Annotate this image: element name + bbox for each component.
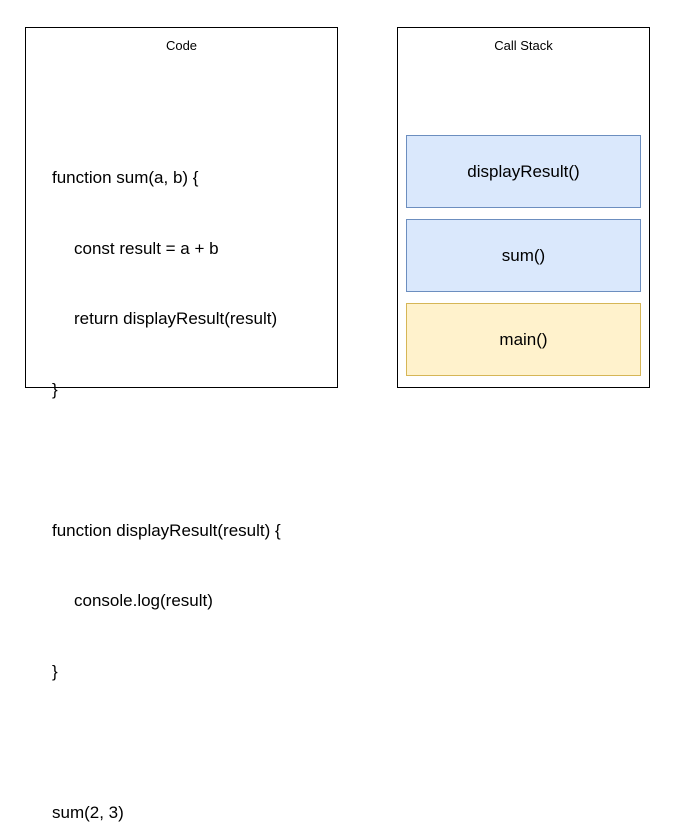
code-line: const result = a + b [74, 238, 219, 258]
code-line: return displayResult(result) [74, 309, 278, 328]
code-line: } [52, 379, 58, 399]
call-stack-panel-title: Call Stack [494, 38, 553, 53]
code-line: console.log(result) [74, 591, 213, 610]
code-line: function sum(a, b) { [52, 168, 199, 187]
code-panel-title: Code [165, 38, 198, 53]
code-line: function displayResult(result) { [52, 520, 281, 540]
code-line: } [52, 661, 58, 681]
stack-frame-sum: sum() [406, 219, 641, 292]
stack-frame-display-result: displayResult() [406, 135, 641, 208]
code-line-blank [52, 730, 281, 754]
code-line-blank [52, 448, 281, 472]
code-line: sum(2, 3) [52, 802, 124, 822]
stack-frame-main: main() [406, 303, 641, 376]
code-block: function sum(a, b) { const result = a + … [52, 119, 281, 836]
call-stack-panel: Call Stack displayResult() sum() main() [397, 27, 650, 388]
code-panel: Code function sum(a, b) { const result =… [25, 27, 338, 822]
